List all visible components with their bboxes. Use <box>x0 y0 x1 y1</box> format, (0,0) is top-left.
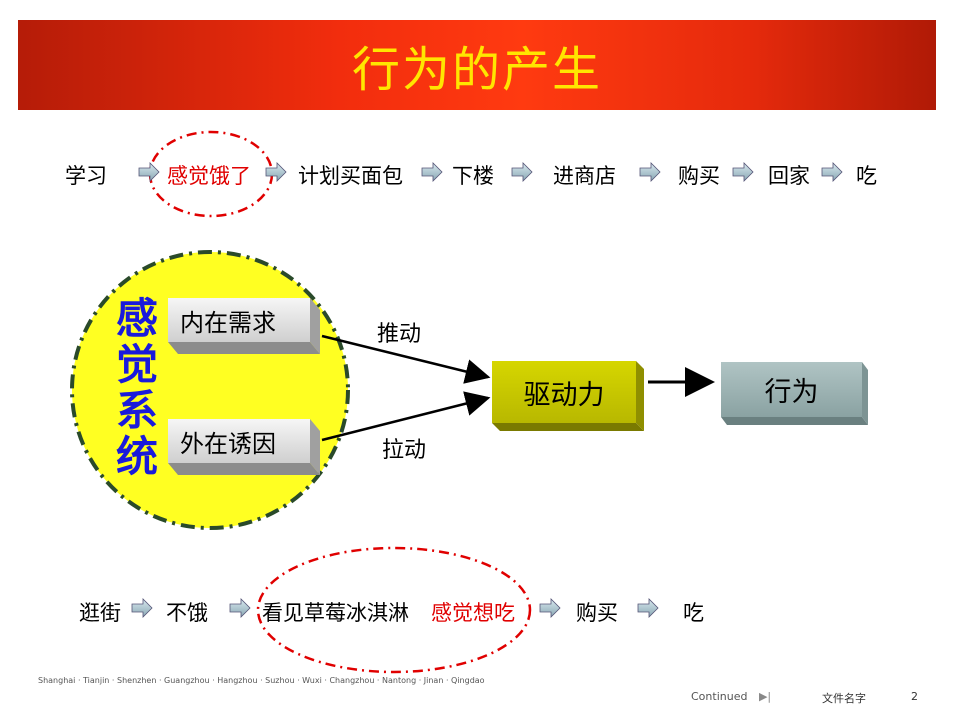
flow1-step-hungry: 感觉饿了 <box>167 164 251 188</box>
flow1-arrows <box>138 162 843 182</box>
title-bar: 行为的产生 <box>18 20 936 110</box>
continued-link[interactable]: Continued ▶| <box>691 690 771 703</box>
flow1-step-home: 回家 <box>768 164 810 188</box>
flow2-step-see-icecream: 看见草莓冰淇淋 <box>262 601 409 625</box>
continued-label: Continued <box>691 690 748 703</box>
sensory-system-label: 感觉系统 <box>115 294 158 481</box>
pull-arrow <box>321 391 491 442</box>
pull-label: 拉动 <box>382 438 427 463</box>
flow1-step-downstairs: 下楼 <box>452 164 494 188</box>
next-icon: ▶| <box>758 690 772 703</box>
drive-box: 驱动力 <box>492 361 636 423</box>
inner-need-box: 内在需求 <box>168 298 310 342</box>
flow1-step-eat: 吃 <box>856 164 877 188</box>
behavior-box: 行为 <box>721 362 862 417</box>
push-label: 推动 <box>377 322 422 347</box>
highlight-ellipse-bottom <box>256 546 532 674</box>
footer-filename: 文件名字 <box>822 692 866 705</box>
behavior-label: 行为 <box>764 377 819 408</box>
flow2-arrows <box>131 598 659 618</box>
flow2-step-not-hungry: 不饿 <box>166 601 208 625</box>
flow1-step-plan: 计划买面包 <box>298 164 403 188</box>
outer-lure-box: 外在诱因 <box>168 419 310 463</box>
flow2-step-eat: 吃 <box>683 601 704 625</box>
flow1-step-store: 进商店 <box>553 164 616 188</box>
outer-lure-label: 外在诱因 <box>180 429 276 458</box>
flow2-step-want-eat: 感觉想吃 <box>431 601 515 625</box>
page-number: 2 <box>911 690 918 703</box>
footer-cities: Shanghai · Tianjin · Shenzhen · Guangzho… <box>38 676 485 685</box>
flow2-step-buy: 购买 <box>576 601 618 625</box>
push-arrow <box>321 334 491 384</box>
inner-need-label: 内在需求 <box>180 308 276 337</box>
flow1-step-buy: 购买 <box>678 164 720 188</box>
page-title: 行为的产生 <box>351 42 602 98</box>
drive-label: 驱动力 <box>523 379 605 411</box>
flow2-step-shopping: 逛街 <box>79 601 121 625</box>
flow1-step-study: 学习 <box>65 164 107 188</box>
